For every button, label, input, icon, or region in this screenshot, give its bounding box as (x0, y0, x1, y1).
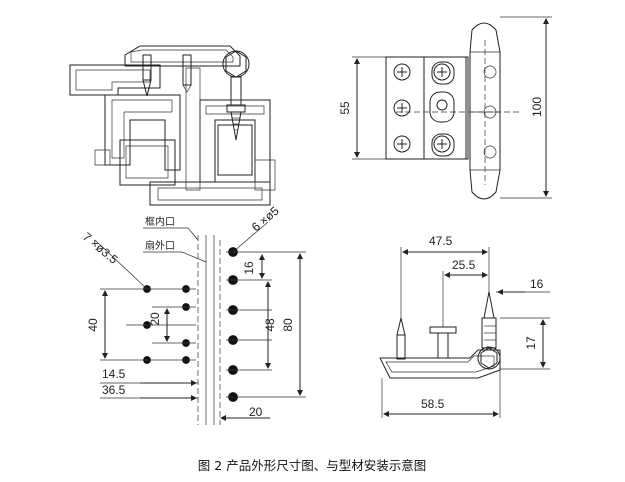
holes-7x3-5: 7 ×ø3.5 (80, 230, 121, 267)
holes-6x5: 6 ×ø5 (249, 203, 282, 234)
dimension-100: 100 (530, 97, 544, 117)
figure-caption: 图 2 产品外形尺寸图、与型材安装示意图 (198, 458, 426, 473)
dimension-20: 20 (148, 312, 162, 326)
dimension-80: 80 (281, 318, 295, 332)
screw-phillips-icon (393, 63, 451, 153)
dimension-side-16: 16 (530, 277, 544, 291)
dimension-58-5: 58.5 (421, 397, 445, 411)
installation-section-view (69, 45, 276, 206)
dimension-55: 55 (338, 101, 352, 115)
label-frame-inner: 框内口 (145, 215, 175, 228)
dimension-25-5: 25.5 (452, 258, 476, 272)
dimension-48: 48 (263, 318, 277, 332)
label-sash-outer: 扇外口 (145, 239, 175, 252)
dimension-17: 17 (524, 336, 538, 350)
dimension-40: 40 (86, 318, 100, 332)
side-view: 47.5 25.5 16 17 58.5 (379, 234, 550, 418)
front-view: 55 100 (338, 16, 552, 200)
dimension-16: 16 (242, 261, 256, 275)
dimension-36-5: 36.5 (102, 383, 126, 397)
dimension-bottom-20: 20 (249, 405, 263, 419)
hole-pattern-view: 40 20 16 48 80 14.5 36.5 20 框内口 扇外口 6 ×ø… (80, 203, 306, 425)
dimension-14-5: 14.5 (102, 367, 126, 381)
dimension-47-5: 47.5 (429, 234, 453, 248)
